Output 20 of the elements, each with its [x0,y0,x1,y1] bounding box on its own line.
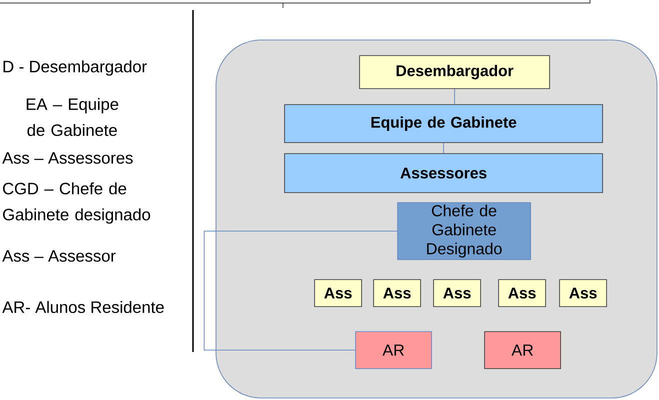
resident-box: AR [355,331,432,369]
title-box: Desembargador [359,55,550,89]
connector-line [443,142,444,154]
advisor-box: Ass [559,279,607,307]
legend-text: AR- Alunos Residente [2,300,164,314]
legend-text: Ass – Assessores [2,152,133,164]
resident-box: AR [484,331,561,369]
legend-text: Ass – Assessor [2,250,116,262]
advisor-box: Ass [498,279,546,307]
legend-text: CGD – Chefe de Gabinete designado [3,182,150,224]
advisor-box: Ass [373,279,421,307]
legend-text: D - Desembargador [4,60,147,76]
advisor-box: Ass [314,279,362,307]
team-box: Assessores [284,153,603,193]
connector-line [454,88,455,105]
team-box: Equipe de Gabinete [284,104,603,143]
legend-text: EA – Equipe de Gabinete [26,98,118,136]
connector-line [204,230,398,350]
advisor-box: Ass [433,279,481,307]
chief-box: Chefe de Gabinete Designado [397,202,531,260]
